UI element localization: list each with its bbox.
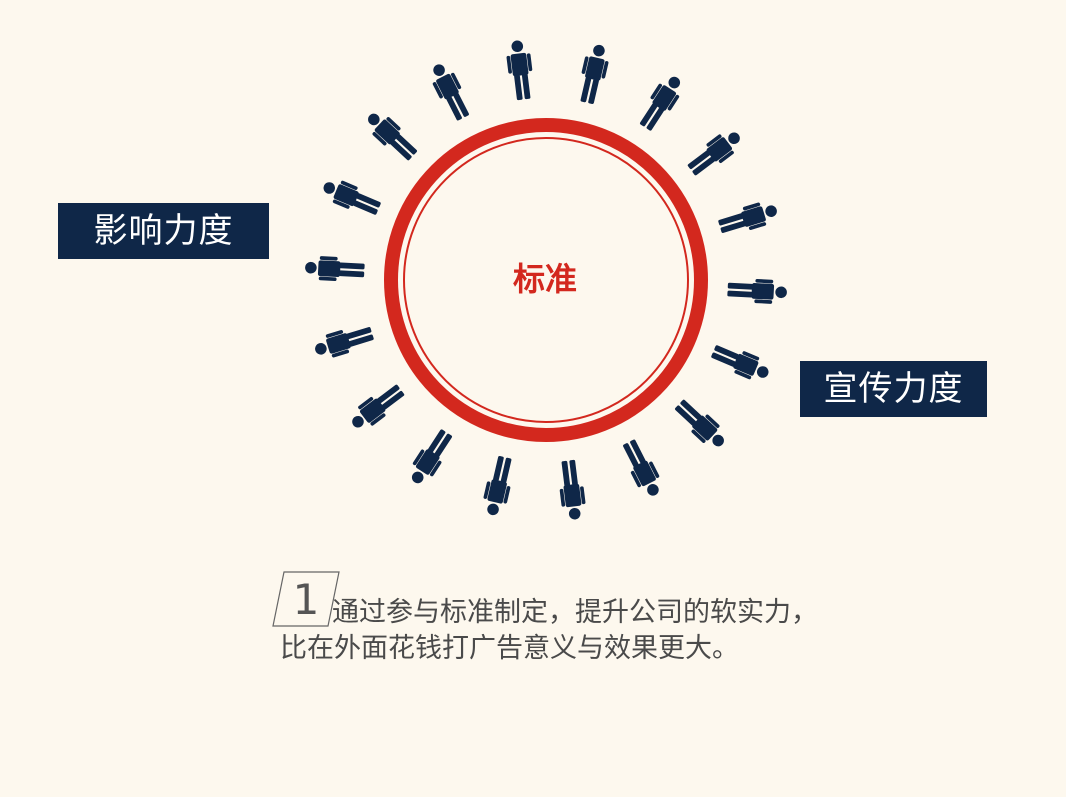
- person-icon: [718, 202, 777, 233]
- person-icon: [323, 180, 381, 215]
- person-icon: [623, 439, 660, 496]
- person-icon: [580, 44, 609, 105]
- person-icon: [411, 429, 453, 484]
- inner-ring: [403, 137, 689, 423]
- person-icon: [432, 64, 469, 121]
- person-icon: [675, 399, 724, 447]
- outer-ring: [384, 118, 708, 442]
- person-icon: [352, 384, 405, 428]
- person-icon: [559, 459, 586, 520]
- people-group: [305, 40, 787, 520]
- point-number: 1: [292, 575, 320, 624]
- person-icon: [368, 113, 417, 161]
- center-label: 标准: [512, 260, 577, 298]
- person-icon: [687, 132, 740, 176]
- description-line-2: 比在外面花钱打广告意义与效果更大。: [280, 633, 739, 664]
- person-icon: [305, 256, 365, 282]
- person-icon: [315, 327, 374, 358]
- number-badge: 1: [272, 571, 340, 627]
- person-icon: [483, 455, 512, 516]
- description-line-1: 通过参与标准制定，提升公司的软实力，: [332, 597, 818, 628]
- publicity-label: 宣传力度: [800, 361, 987, 417]
- person-icon: [711, 345, 769, 380]
- influence-label: 影响力度: [58, 203, 269, 259]
- person-icon: [727, 278, 787, 304]
- person-icon: [639, 76, 681, 131]
- person-icon: [506, 40, 533, 101]
- number-badge-frame: [272, 571, 340, 627]
